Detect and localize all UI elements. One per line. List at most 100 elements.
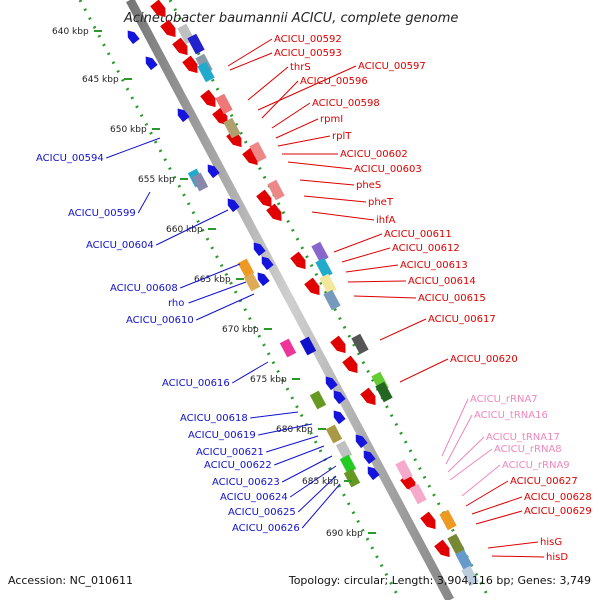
gene-label-right[interactable]: ACICU_00611 xyxy=(384,229,452,240)
gene-label-right[interactable]: ACICU_00593 xyxy=(274,48,342,59)
gene-label-right[interactable]: hisG xyxy=(540,537,562,548)
reverse-gene-block xyxy=(325,424,343,444)
gene-label-left[interactable]: ACICU_00625 xyxy=(228,507,296,518)
reverse-gene-block xyxy=(279,338,297,358)
gene-label-right[interactable]: ACICU_tRNA16 xyxy=(474,410,548,421)
gene-label-left[interactable]: ACICU_00608 xyxy=(110,283,178,294)
kbp-label: 670 kbp xyxy=(222,325,259,335)
gene-label-left[interactable]: ACICU_00622 xyxy=(204,460,272,471)
label-leader xyxy=(137,191,151,214)
gene-label-right[interactable]: ACICU_00612 xyxy=(392,243,460,254)
reverse-gene xyxy=(363,450,376,465)
reverse-gene-block xyxy=(299,336,317,356)
kbp-label: 645 kbp xyxy=(82,75,119,85)
label-leader xyxy=(261,80,299,119)
gene-label-left[interactable]: rho xyxy=(168,298,184,309)
kbp-label: 655 kbp xyxy=(138,175,175,185)
gene-label-right[interactable]: rpmI xyxy=(320,114,343,125)
gene-label-right[interactable]: ACICU_rRNA8 xyxy=(494,444,562,455)
gene-label-right[interactable]: ACICU_00614 xyxy=(408,276,476,287)
gene-label-left[interactable]: ACICU_00624 xyxy=(220,492,288,503)
gene-label-right[interactable]: ACICU_rRNA9 xyxy=(502,460,570,471)
forward-gene-block xyxy=(439,509,457,531)
label-leader xyxy=(297,475,337,513)
gene-label-left[interactable]: ACICU_00619 xyxy=(188,430,256,441)
genome-backbone xyxy=(126,0,454,600)
forward-gene-block xyxy=(267,179,285,201)
forward-gene-block xyxy=(319,273,337,295)
gene-label-right[interactable]: ACICU_00598 xyxy=(312,98,380,109)
gene-label-right[interactable]: ihfA xyxy=(376,215,396,226)
label-leader xyxy=(445,414,473,465)
gene-label-right[interactable]: hisD xyxy=(546,552,568,563)
reverse-gene xyxy=(257,272,270,287)
label-leader xyxy=(441,398,469,457)
forward-gene xyxy=(342,355,358,374)
forward-gene-block xyxy=(249,141,267,163)
gene-label-right[interactable]: ACICU_tRNA17 xyxy=(486,432,560,443)
label-leader xyxy=(106,137,161,159)
label-leader xyxy=(303,195,367,203)
gene-label-left[interactable]: ACICU_00616 xyxy=(162,378,230,389)
gene-label-right[interactable]: ACICU_00613 xyxy=(400,260,468,271)
kbp-label: 665 kbp xyxy=(194,275,231,285)
label-leader xyxy=(353,295,417,299)
label-leader xyxy=(399,358,449,383)
gene-label-right[interactable]: ACICU_00620 xyxy=(450,354,518,365)
gene-label-right[interactable]: ACICU_00627 xyxy=(510,476,578,487)
reverse-gene-block xyxy=(191,172,209,192)
label-leader xyxy=(491,555,545,558)
gene-label-right[interactable]: pheT xyxy=(368,197,394,208)
reverse-gene xyxy=(325,376,338,391)
reverse-gene xyxy=(145,56,158,71)
label-leader xyxy=(155,209,229,246)
kbp-label: 660 kbp xyxy=(166,225,203,235)
gene-label-left[interactable]: ACICU_00610 xyxy=(126,315,194,326)
forward-gene xyxy=(200,89,216,108)
label-leader xyxy=(449,448,493,481)
gene-label-right[interactable]: ACICU_00597 xyxy=(358,61,426,72)
forward-gene xyxy=(330,335,346,354)
gene-label-right[interactable]: thrS xyxy=(290,62,311,73)
gene-label-right[interactable]: ACICU_00628 xyxy=(524,492,592,503)
gene-label-right[interactable]: ACICU_00603 xyxy=(354,164,422,175)
gene-label-left[interactable]: ACICU_00623 xyxy=(212,477,280,488)
forward-gene xyxy=(160,19,176,38)
label-leader xyxy=(447,436,485,473)
gene-label-right[interactable]: ACICU_00596 xyxy=(300,76,368,87)
label-leader xyxy=(333,233,383,253)
label-leader xyxy=(289,465,337,498)
label-leader xyxy=(231,361,269,384)
gene-label-left[interactable]: ACICU_00604 xyxy=(86,240,154,251)
gene-label-right[interactable]: ACICU_00615 xyxy=(418,293,486,304)
forward-gene-block xyxy=(461,565,479,587)
forward-gene xyxy=(360,387,376,406)
forward-gene-block xyxy=(315,257,333,279)
gene-label-right[interactable]: ACICU_00629 xyxy=(524,506,592,517)
forward-gene xyxy=(420,511,436,530)
gene-label-right[interactable]: ACICU_00617 xyxy=(428,314,496,325)
forward-gene-block xyxy=(323,289,341,311)
forward-gene xyxy=(182,55,198,74)
forward-gene-block xyxy=(223,117,241,139)
gene-label-left[interactable]: ACICU_00599 xyxy=(68,208,136,219)
label-leader xyxy=(281,455,333,483)
gene-label-right[interactable]: rplT xyxy=(332,131,352,142)
kbp-label: 650 kbp xyxy=(110,125,147,135)
kbp-label: 675 kbp xyxy=(250,375,287,385)
forward-gene xyxy=(266,203,282,222)
label-leader xyxy=(299,179,355,186)
kbp-label: 690 kbp xyxy=(326,529,363,539)
gene-label-left[interactable]: ACICU_00618 xyxy=(180,413,248,424)
gene-label-right[interactable]: ACICU_00602 xyxy=(340,149,408,160)
gene-label-left[interactable]: ACICU_00626 xyxy=(232,523,300,534)
gene-label-right[interactable]: pheS xyxy=(356,180,381,191)
reverse-gene-block xyxy=(237,258,255,278)
gene-label-left[interactable]: ACICU_00621 xyxy=(196,447,264,458)
gene-label-right[interactable]: ACICU_rRNA7 xyxy=(470,394,538,405)
gene-label-left[interactable]: ACICU_00594 xyxy=(36,153,104,164)
reverse-gene-block xyxy=(335,440,353,460)
gene-label-right[interactable]: ACICU_00592 xyxy=(274,34,342,45)
